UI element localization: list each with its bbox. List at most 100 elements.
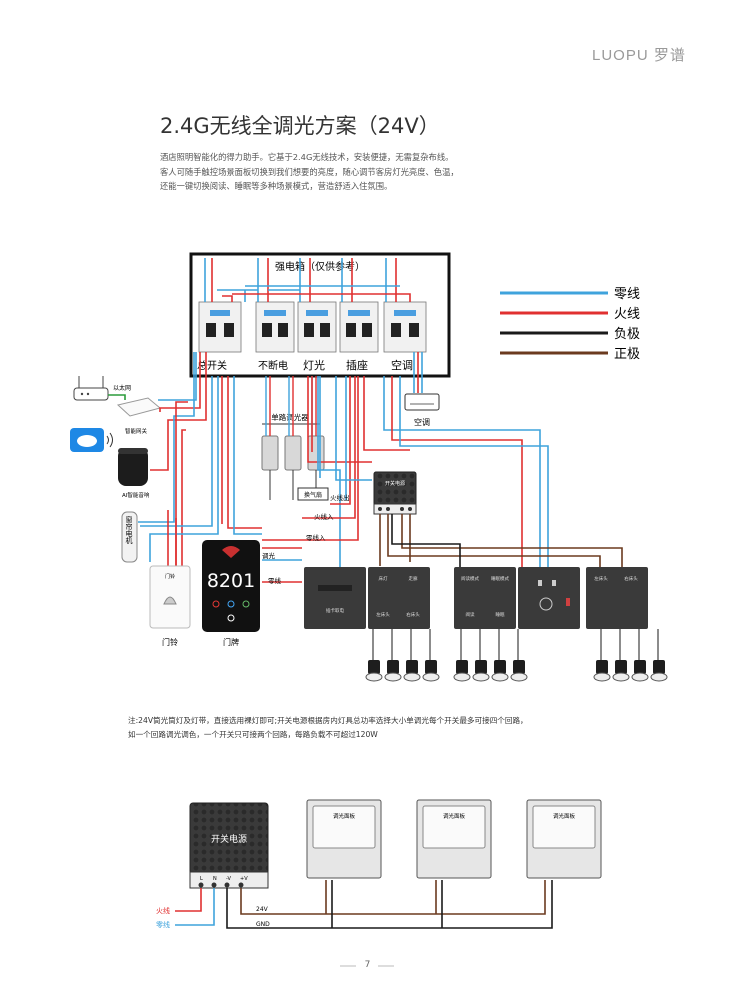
panel-text: 睡眠模式	[491, 575, 509, 582]
downlight-rim	[365, 672, 383, 682]
wire-label-fire-out: 火线出	[330, 493, 350, 502]
downlights	[365, 629, 668, 682]
bottom-label-gnd: GND	[256, 921, 270, 928]
doorbell: 门铃 门铃	[149, 565, 191, 647]
psu-bottom: 开关电源 L N -V +V	[189, 802, 269, 889]
panel-text: 床灯	[379, 575, 388, 582]
doorplate-number: 8201	[207, 570, 255, 592]
cloud-icon	[70, 428, 113, 452]
socket-panel	[518, 567, 580, 629]
intro-text: 酒店照明智能化的得力助手。它基于2.4G无线技术，安装便捷，无需复杂布线。 客人…	[160, 150, 520, 194]
downlight	[596, 660, 608, 674]
downlight	[653, 660, 665, 674]
wire-label-neutral-in: 零线入	[306, 533, 326, 542]
footnote-line: 注:24V筒光筒灯及灯带，直接选用裸灯即可;开关电源根据房内灯具总功率选择大小单…	[128, 716, 528, 725]
downlight-rim	[510, 672, 528, 682]
intro-line: 客人可随手触控场景面板切换到我们想要的亮度，随心调节客房灯光亮度、色温，	[160, 166, 459, 177]
doorbell-label: 门铃	[162, 637, 178, 647]
downlight	[368, 660, 380, 674]
bottom-label-fire: 火线	[156, 906, 170, 915]
switch-psu-top: 开关电源	[373, 471, 417, 515]
dimmer-panel-1: 调光面板	[306, 799, 382, 879]
brand-logo: LUOPU 罗谱	[592, 47, 686, 64]
downlight-rim	[612, 672, 630, 682]
legend: 零线 火线 负极 正极	[500, 287, 640, 362]
aircon-unit: 空调	[404, 352, 440, 427]
wire-label-fire-in: 火线入	[314, 512, 334, 521]
dimmer-panel-2: 调光面板	[416, 799, 492, 879]
downlight	[406, 660, 418, 674]
psu-terminal: -V	[226, 876, 232, 882]
downlight	[387, 660, 399, 674]
downlight-rim	[453, 672, 471, 682]
switch-panel-2: 左床头 右床头	[586, 567, 648, 629]
bottom-label-24v: 24V	[256, 906, 269, 913]
downlight-rim	[403, 672, 421, 682]
scene-panel: 阅读模式 睡眠模式 阅读 睡眠	[454, 567, 516, 629]
panel-text: 阅读	[466, 611, 475, 618]
panel-text: 阅读模式	[461, 575, 479, 582]
bottom-label-neutral: 零线	[156, 920, 170, 929]
breaker-label: 插座	[346, 358, 368, 372]
downlight	[456, 660, 468, 674]
card-switch-label: 插卡取电	[326, 607, 344, 614]
legend-positive: 正极	[614, 347, 640, 362]
downlight	[494, 660, 506, 674]
panel-text: 右床头	[624, 575, 638, 582]
doorplate-label: 门牌	[223, 637, 239, 647]
downlight-rim	[422, 672, 440, 682]
wire-label-neutral: 零线	[268, 576, 282, 585]
breaker-label: 不断电	[258, 359, 288, 372]
legend-live: 火线	[614, 307, 640, 322]
dimmer-title: 调光面板	[443, 812, 466, 820]
footnote: 注:24V筒光筒灯及灯带，直接选用裸灯即可;开关电源根据房内灯具总功率选择大小单…	[128, 714, 608, 742]
intro-line: 还能一键切换阅读、睡眠等多种场景模式，营造舒适入住氛围。	[160, 181, 393, 191]
curtain-motor-label: 窗帘电机	[125, 515, 133, 545]
ai-speaker-label: AI智能音响	[122, 491, 150, 499]
dimmer-psu-group: 单路调光器	[261, 376, 325, 500]
panel-text: 左床头	[594, 575, 608, 582]
router-label: 以太网	[113, 384, 131, 392]
wire-label-dim: 调光	[262, 551, 276, 560]
ai-speaker: AI智能音响	[118, 448, 150, 499]
electrical-box: 强电箱（仅供参考） 总开关 不断电 灯光 插座 空调	[189, 252, 451, 378]
downlight	[475, 660, 487, 674]
psu-bottom-title: 开关电源	[211, 833, 247, 845]
gateway-label: 智能网关	[125, 427, 148, 435]
legend-neutral: 零线	[614, 287, 640, 302]
doorplate: 8201 门牌	[202, 540, 260, 647]
gateway: 智能网关	[116, 397, 162, 435]
downlight-rim	[384, 672, 402, 682]
downlight-rim	[650, 672, 668, 682]
legend-negative: 负极	[614, 327, 640, 342]
aircon-label: 空调	[414, 417, 430, 427]
downlight	[513, 660, 525, 674]
card-switch-panel: 插卡取电	[304, 567, 366, 629]
switch-psu-label: 开关电源	[385, 480, 405, 487]
dimmer-title: 调光面板	[333, 812, 356, 820]
downlight	[634, 660, 646, 674]
downlight	[615, 660, 627, 674]
footnote-line: 如一个回路调光调色，一个开关只可接两个回路，每路负载不可超过120W	[128, 730, 378, 739]
page-title: 2.4G无线全调光方案（24V）	[160, 114, 440, 138]
downlight-rim	[631, 672, 649, 682]
dimmer-panel-3: 调光面板	[526, 799, 602, 879]
panel-text: 左床头	[376, 611, 390, 618]
downlight-rim	[472, 672, 490, 682]
psu-terminal: N	[213, 876, 217, 882]
downlight-rim	[593, 672, 611, 682]
curtain-motor: 窗帘电机	[121, 511, 138, 563]
panel-text: 走廊	[409, 575, 418, 582]
downlight	[425, 660, 437, 674]
downlight-rim	[491, 672, 509, 682]
breaker-label: 空调	[391, 358, 413, 372]
panel-text: 右床头	[406, 611, 420, 618]
dimmer-psu-group-label: 单路调光器	[271, 412, 309, 422]
exhaust-label: 换气扇	[304, 491, 322, 499]
breaker-label: 总开关	[197, 359, 227, 372]
page-number: 7	[364, 960, 371, 970]
breaker-label: 灯光	[303, 358, 325, 372]
router: 以太网	[73, 376, 131, 401]
psu-terminal: L	[200, 876, 203, 882]
